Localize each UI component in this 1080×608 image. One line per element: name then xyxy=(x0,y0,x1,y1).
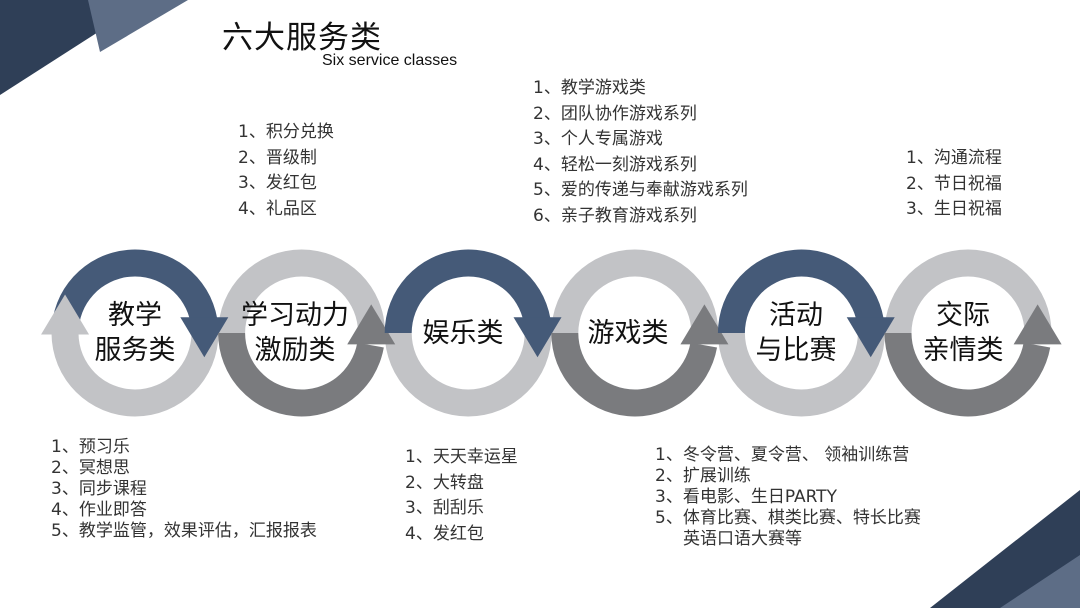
category-label-games: 游戏类 xyxy=(587,318,669,349)
category-label-activities: 活动与比赛 xyxy=(755,300,837,366)
list-item: 2、节日祝福 xyxy=(906,173,1002,194)
category-label-entertainment: 娱乐类 xyxy=(422,318,504,349)
list-item-continuation: 英语口语大赛等 xyxy=(683,529,802,549)
list-item: 1、冬令营、夏令营、 领袖训练营 xyxy=(655,445,910,465)
ring-top-arrow-arc xyxy=(51,249,218,333)
arrow-head-up xyxy=(680,304,729,345)
ring-bottom-segment xyxy=(384,333,552,417)
ring-top-segment xyxy=(551,249,719,333)
ring-bottom-segment xyxy=(51,333,219,417)
list-item: 5、体育比赛、棋类比赛、特长比赛 xyxy=(655,508,921,528)
list-item: 4、轻松一刻游戏系列 xyxy=(533,154,697,175)
arrow-head-up xyxy=(347,304,396,345)
list-item: 4、礼品区 xyxy=(238,198,317,219)
entertainment-items-list: 1、天天幸运星 2、大转盘 3、刮刮乐 4、发红包 xyxy=(405,445,518,547)
bottom-right-triangle-light xyxy=(1000,555,1080,608)
list-item: 3、看电影、生日PARTY xyxy=(655,487,837,507)
ring-top-segment xyxy=(884,249,1052,333)
list-item: 4、发红包 xyxy=(405,523,484,544)
list-item: 6、亲子教育游戏系列 xyxy=(533,205,697,226)
list-item: 1、教学游戏类 xyxy=(533,78,646,98)
list-item: 2、晋级制 xyxy=(238,147,317,168)
ring-bottom-segment xyxy=(717,333,885,417)
list-item: 3、刮刮乐 xyxy=(405,498,484,518)
arrow-head-up xyxy=(1013,304,1062,345)
arrow-head-down xyxy=(513,317,562,358)
ring-bottom-arrow-arc xyxy=(884,333,1051,417)
top-left-triangle-light xyxy=(88,0,188,52)
list-item: 1、沟通流程 xyxy=(906,148,1002,168)
social-items-list: 1、沟通流程 2、节日祝福 3、生日祝福 xyxy=(906,146,1002,223)
list-item: 5、教学监管，效果评估，汇报报表 xyxy=(51,521,317,541)
list-item: 1、积分兑换 xyxy=(238,122,334,142)
category-label-motivation: 学习动力激励类 xyxy=(241,300,349,366)
list-item: 3、同步课程 xyxy=(51,479,147,499)
ring-top-segment xyxy=(218,249,386,333)
activities-items-list: 1、冬令营、夏令营、 领袖训练营 2、扩展训练 3、看电影、生日PARTY 5、… xyxy=(655,445,921,550)
list-item: 3、发红包 xyxy=(238,173,317,193)
list-item: 2、大转盘 xyxy=(405,472,484,493)
list-item: 5、爱的传递与奉献游戏系列 xyxy=(533,180,748,200)
category-label-teaching: 教学服务类 xyxy=(94,300,176,366)
arrow-head-down xyxy=(180,317,229,358)
games-items-list: 1、教学游戏类 2、团队协作游戏系列 3、个人专属游戏 4、轻松一刻游戏系列 5… xyxy=(533,76,748,229)
bottom-right-triangle-dark xyxy=(930,490,1080,608)
arrow-head-down xyxy=(846,317,895,358)
list-item: 2、扩展训练 xyxy=(655,466,751,486)
ring-bottom-arrow-arc xyxy=(218,333,384,417)
arrow-head-start xyxy=(41,294,90,335)
motivation-items-list: 1、积分兑换 2、晋级制 3、发红包 4、礼品区 xyxy=(238,120,334,222)
list-item: 1、天天幸运星 xyxy=(405,447,518,467)
ring-bottom-arrow-arc xyxy=(551,333,718,417)
ring-top-arrow-arc xyxy=(717,249,884,333)
list-item: 3、个人专属游戏 xyxy=(533,129,663,149)
list-item: 4、作业即答 xyxy=(51,500,147,520)
list-item: 2、冥想思 xyxy=(51,458,130,478)
list-item: 1、预习乐 xyxy=(51,437,130,457)
list-item: 3、生日祝福 xyxy=(906,199,1002,219)
teaching-items-list: 1、预习乐 2、冥想思 3、同步课程 4、作业即答 5、教学监管，效果评估，汇报… xyxy=(51,437,317,542)
page-subtitle: Six service classes xyxy=(322,52,458,69)
page-title: 六大服务类 xyxy=(222,20,382,56)
ring-top-arrow-arc xyxy=(384,249,551,333)
list-item: 2、团队协作游戏系列 xyxy=(533,103,697,124)
category-label-social: 交际亲情类 xyxy=(922,300,1004,366)
